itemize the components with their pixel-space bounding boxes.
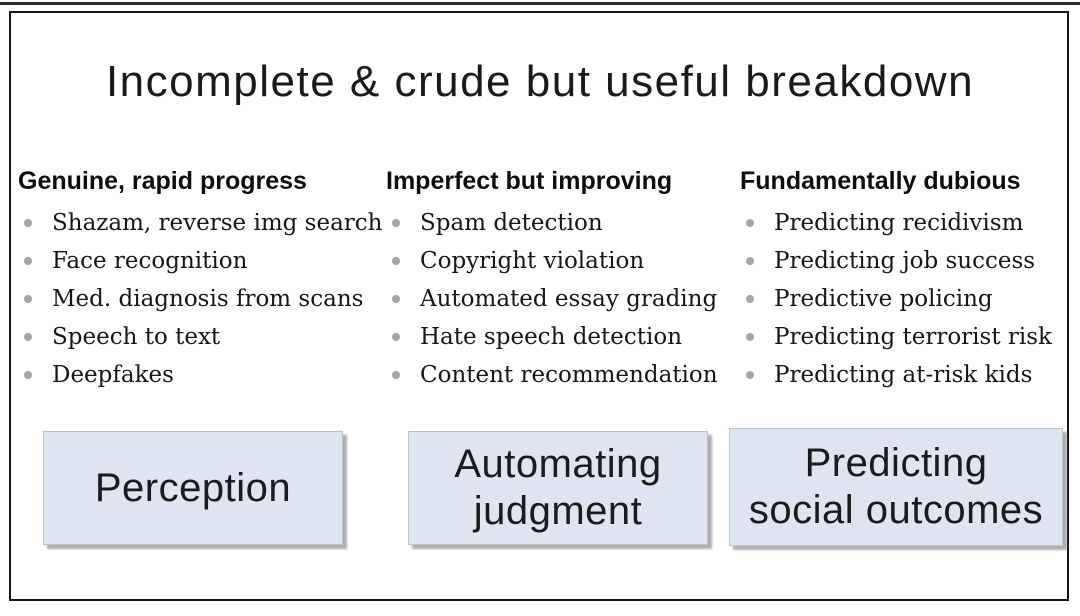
bullet-icon bbox=[746, 333, 754, 341]
list-item: Med. diagnosis from scans bbox=[18, 280, 382, 318]
column-imperfect-improving: Imperfect but improving Spam detection C… bbox=[386, 166, 734, 394]
bullet-icon bbox=[24, 371, 32, 379]
list-item-text: Predicting recidivism bbox=[774, 210, 1024, 236]
list-item-text: Deepfakes bbox=[52, 362, 174, 388]
list-item-text: Predicting job success bbox=[774, 248, 1036, 274]
category-box-perception: Perception bbox=[43, 431, 343, 545]
list-item: Predictive policing bbox=[740, 280, 1066, 318]
bullet-icon bbox=[746, 257, 754, 265]
list-item-text: Predictive policing bbox=[774, 286, 993, 312]
list-item-text: Hate speech detection bbox=[420, 324, 683, 350]
bullet-icon bbox=[392, 295, 400, 303]
bullet-list: Spam detection Copyright violation Autom… bbox=[386, 204, 734, 394]
list-item: Shazam, reverse img search bbox=[18, 204, 383, 242]
bullet-icon bbox=[24, 219, 32, 227]
list-item-text: Speech to text bbox=[52, 324, 221, 350]
bullet-icon bbox=[392, 257, 400, 265]
list-item: Face recognition bbox=[18, 242, 382, 280]
bullet-list: Predicting recidivism Predicting job suc… bbox=[740, 204, 1066, 394]
list-item: Speech to text bbox=[18, 318, 382, 356]
list-item: Hate speech detection bbox=[386, 318, 734, 356]
list-item: Content recommendation bbox=[386, 356, 734, 394]
list-item: Predicting recidivism bbox=[740, 204, 1066, 242]
bullet-icon bbox=[746, 371, 754, 379]
bullet-icon bbox=[746, 295, 754, 303]
bullet-icon bbox=[746, 219, 754, 227]
box-label-line: Perception bbox=[94, 465, 292, 510]
bullet-icon bbox=[392, 371, 400, 379]
column-header: Genuine, rapid progress bbox=[18, 167, 307, 195]
list-item-text: Predicting terrorist risk bbox=[774, 324, 1052, 350]
list-item: Deepfakes bbox=[18, 356, 382, 394]
bullet-icon bbox=[24, 333, 32, 341]
list-item-text: Content recommendation bbox=[420, 362, 718, 388]
column-fundamentally-dubious: Fundamentally dubious Predicting recidiv… bbox=[740, 166, 1066, 394]
list-item: Spam detection bbox=[386, 204, 734, 242]
box-label-line: Automating bbox=[454, 442, 662, 486]
column-header: Imperfect but improving bbox=[386, 167, 673, 195]
column-genuine-progress: Genuine, rapid progress Shazam, reverse … bbox=[18, 166, 383, 394]
list-item-text: Automated essay grading bbox=[420, 286, 718, 312]
top-border-line bbox=[0, 2, 1080, 5]
box-label-line: Predicting bbox=[804, 441, 988, 485]
box-label-line: social outcomes bbox=[748, 488, 1044, 532]
bullet-icon bbox=[392, 219, 400, 227]
bullet-icon bbox=[24, 257, 32, 265]
category-box-predicting-social-outcomes: Predicting social outcomes bbox=[729, 428, 1063, 546]
list-item: Copyright violation bbox=[386, 242, 734, 280]
bullet-list: Shazam, reverse img search Face recognit… bbox=[18, 204, 383, 394]
bullet-icon bbox=[392, 333, 400, 341]
list-item: Predicting at-risk kids bbox=[740, 356, 1066, 394]
category-box-automating-judgment: Automating judgment bbox=[408, 431, 708, 545]
bullet-icon bbox=[24, 295, 32, 303]
list-item: Predicting job success bbox=[740, 242, 1066, 280]
slide-frame bbox=[9, 11, 1069, 601]
list-item-text: Predicting at-risk kids bbox=[774, 362, 1033, 388]
list-item-text: Med. diagnosis from scans bbox=[52, 286, 364, 312]
list-item-text: Face recognition bbox=[52, 248, 248, 274]
list-item-text: Spam detection bbox=[420, 210, 603, 236]
list-item-text: Shazam, reverse img search bbox=[52, 210, 383, 236]
list-item: Predicting terrorist risk bbox=[740, 318, 1066, 356]
slide-title: Incomplete & crude but useful breakdown bbox=[105, 57, 975, 106]
list-item-text: Copyright violation bbox=[420, 248, 645, 274]
box-label-line: judgment bbox=[473, 489, 643, 533]
list-item: Automated essay grading bbox=[386, 280, 734, 318]
column-header: Fundamentally dubious bbox=[740, 167, 1021, 195]
